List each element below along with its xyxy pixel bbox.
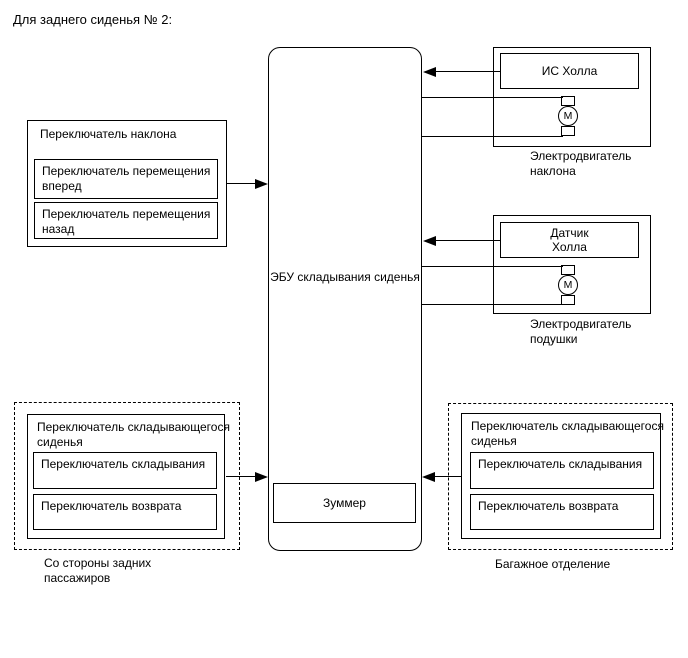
rear-fold-switch-inner-box: Переключатель складывания (33, 452, 217, 489)
arrowhead-left-icon (423, 236, 436, 246)
wire-tilt-switch-to-ecu (226, 183, 256, 184)
luggage-dashed-box: Переключатель складывающегося сиденья Пе… (448, 403, 673, 550)
luggage-caption: Багажное отделение (495, 557, 611, 571)
rear-passenger-caption: Со стороны задних пассажиров (44, 556, 152, 585)
motor-brush-icon (561, 126, 575, 136)
buzzer-box: Зуммер (273, 483, 416, 523)
cushion-motor-box: Датчик Холла M (493, 215, 651, 314)
rear-passenger-dashed-box: Переключатель складывающегося сиденья Пе… (14, 402, 240, 550)
rear-fold-switch-label: Переключатель складывающегося сиденья (37, 420, 230, 449)
hall-ic-label: ИС Холла (541, 64, 598, 78)
wire-ecu-to-tilt-motor-top (422, 97, 563, 98)
motor-brush-icon (561, 265, 575, 275)
fold-switch-label: Переключатель складывания (478, 457, 643, 471)
luggage-return-switch-box: Переключатель возврата (470, 494, 654, 530)
return-switch-label: Переключатель возврата (478, 499, 619, 513)
wire-ecu-to-cushion-motor-bottom (422, 304, 563, 305)
arrowhead-right-icon (255, 472, 268, 482)
rear-return-switch-box: Переключатель возврата (33, 494, 217, 530)
seat-folding-ecu-box: ЭБУ складывания сиденья Зуммер (268, 47, 422, 551)
move-forward-switch-box: Переключатель перемещения вперед (34, 159, 218, 199)
wire-luggage-switch-to-ecu (434, 476, 462, 477)
wire-hall-sensor-to-ecu (435, 240, 501, 241)
move-forward-switch-label: Переключатель перемещения вперед (42, 164, 211, 193)
hall-ic-box: ИС Холла (500, 53, 639, 89)
wire-ecu-to-tilt-motor-bottom (422, 136, 563, 137)
move-backward-switch-box: Переключатель перемещения назад (34, 202, 218, 239)
buzzer-label: Зуммер (323, 496, 366, 510)
wire-ecu-to-cushion-motor-top (422, 266, 563, 267)
cushion-motor-caption: Электродвигатель подушки (530, 317, 632, 346)
arrowhead-left-icon (423, 67, 436, 77)
luggage-fold-switch-inner-box: Переключатель складывания (470, 452, 654, 489)
cushion-motor-icon: M (558, 275, 578, 295)
motor-brush-icon (561, 295, 575, 305)
fold-switch-label: Переключатель складывания (41, 457, 206, 471)
diagram-title: Для заднего сиденья № 2: (13, 12, 173, 27)
tilt-switch-label: Переключатель наклона (40, 127, 177, 141)
move-backward-switch-label: Переключатель перемещения назад (42, 207, 211, 236)
tilt-motor-icon: M (558, 106, 578, 126)
seat-folding-ecu-label: ЭБУ складывания сиденья (270, 270, 420, 284)
luggage-fold-switch-box: Переключатель складывающегося сиденья Пе… (461, 413, 664, 539)
wire-hall-ic-to-ecu (435, 71, 501, 72)
motor-brush-icon (561, 96, 575, 106)
arrowhead-right-icon (255, 179, 268, 189)
return-switch-label: Переключатель возврата (41, 499, 182, 513)
luggage-fold-switch-label: Переключатель складывающегося сиденья (471, 419, 664, 448)
arrowhead-left-icon (422, 472, 435, 482)
tilt-motor-box: ИС Холла M (493, 47, 651, 147)
tilt-motor-caption: Электродвигатель наклона (530, 149, 632, 178)
rear-fold-switch-box: Переключатель складывающегося сиденья Пе… (27, 414, 230, 539)
wire-rear-switch-to-ecu (226, 476, 256, 477)
tilt-switch-box: Переключатель наклона Переключатель пере… (27, 120, 227, 247)
hall-sensor-box: Датчик Холла (500, 222, 639, 258)
